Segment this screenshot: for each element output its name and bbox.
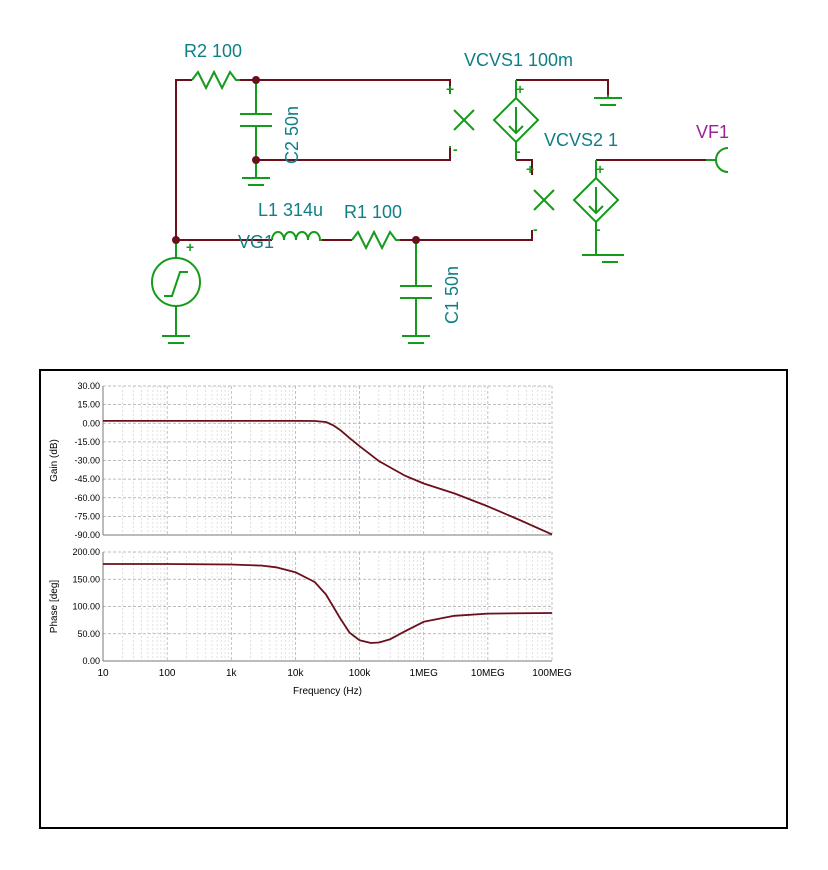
vf1-probe [715, 147, 729, 173]
y-tick-label: 150.00 [72, 574, 100, 584]
capacitor-c1 [400, 244, 432, 344]
label-r2: R2 100 [184, 41, 242, 61]
wire-c2-top [240, 79, 451, 92]
y-tick-label: -75.00 [74, 511, 100, 521]
y-tick-label: -60.00 [74, 493, 100, 503]
wires [175, 79, 706, 241]
vcvs2-source [533, 160, 620, 255]
label-l1: L1 314u [258, 200, 323, 220]
y-axis-label: Phase [deg] [49, 580, 60, 634]
x-tick-label: 10 [97, 668, 109, 679]
response-curve [103, 420, 553, 536]
label-c2: C2 50n [282, 106, 302, 164]
vcvs2-in-minus: - [533, 221, 538, 237]
wire-r1-vcvs2 [400, 230, 533, 241]
label-r1: R1 100 [344, 202, 402, 222]
vcvs2-out-minus: - [596, 221, 601, 237]
vcvs1-in-plus: + [446, 81, 454, 97]
wire-c2-bottom [256, 148, 451, 161]
nodes [172, 76, 420, 244]
y-tick-label: 200.00 [72, 547, 100, 557]
node-c2-bottom [252, 156, 260, 164]
y-axis-label: Gain (dB) [49, 439, 60, 482]
x-axis-label: Frequency (Hz) [293, 686, 362, 697]
inductor-l1 [271, 231, 322, 241]
node-vg1 [172, 236, 180, 244]
node-r2-c2 [252, 76, 260, 84]
y-tick-label: 15.00 [77, 400, 100, 410]
response-curve [103, 563, 553, 644]
vcvs1-in-minus: - [453, 141, 458, 157]
label-vf1: VF1 [696, 122, 729, 142]
vcvs2-in-plus: + [526, 161, 534, 177]
x-tick-label: 100 [159, 668, 176, 679]
label-vcvs1: VCVS1 100m [464, 50, 573, 70]
y-tick-label: -90.00 [74, 530, 100, 540]
vcvs2-out-plus: + [596, 161, 604, 177]
vcvs1-out-minus: - [516, 143, 521, 159]
x-tick-label: 1k [226, 668, 238, 679]
resistor-r1 [351, 229, 400, 251]
y-tick-label: -15.00 [74, 437, 100, 447]
y-tick-label: 50.00 [77, 629, 100, 639]
phase-plot: 200.00 150.00 100.00 50.00 0.00 Phase [deg] 10… [49, 547, 572, 697]
x-tick-label: 10k [287, 668, 304, 679]
x-tick-label: 1MEG [410, 668, 439, 679]
ground-vcvs2 [582, 254, 624, 263]
gain-plot: 30.00 15.00 0.00 -15.00 -30.00 -45.00 -60.00 -7… [49, 381, 553, 540]
y-tick-label: -45.00 [74, 474, 100, 484]
node-r1-c1 [412, 236, 420, 244]
vg1-source [151, 244, 201, 344]
capacitor-c2 [240, 84, 272, 156]
ground-c2 [242, 164, 270, 186]
wire-vcvs1-vcvs2 [516, 159, 533, 175]
vcvs1-source [449, 80, 540, 160]
y-tick-label: 0.00 [82, 656, 100, 666]
label-vcvs2: VCVS2 1 [544, 130, 618, 150]
label-vg1: VG1 [238, 232, 274, 252]
x-tick-label: 10MEG [471, 668, 505, 679]
wire-left-vertical [175, 79, 192, 240]
vcvs1-out-plus: + [516, 81, 524, 97]
x-tick-label: 100k [349, 668, 372, 679]
label-c1: C1 50n [442, 266, 462, 324]
y-tick-label: 100.00 [72, 602, 100, 612]
y-tick-label: 0.00 [82, 418, 100, 428]
vg1-plus: + [186, 239, 194, 255]
resistor-r2 [191, 69, 240, 91]
x-tick-label: 100MEG [532, 668, 572, 679]
ground-vcvs1 [594, 95, 622, 106]
y-tick-label: 30.00 [77, 381, 100, 391]
wire-vcvs1-ground [516, 79, 609, 95]
y-tick-label: -30.00 [74, 456, 100, 466]
